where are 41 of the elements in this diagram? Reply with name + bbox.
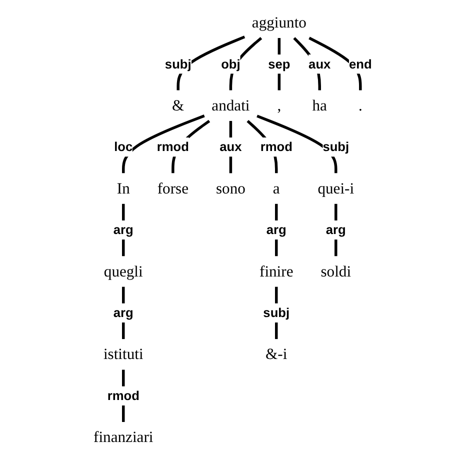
node-text: In — [116, 180, 130, 198]
node-text: aggiunto — [252, 14, 306, 32]
node-text: andati — [212, 96, 250, 114]
node-text: quegli — [104, 262, 143, 280]
edge-label: aux — [220, 139, 242, 154]
node-text: soldi — [320, 262, 352, 280]
edge-label: sep — [268, 56, 290, 72]
node-text: ha — [312, 96, 327, 114]
edge-label: arg — [326, 222, 346, 237]
edge-label: subj — [263, 305, 290, 320]
node-text: finire — [260, 262, 294, 280]
connector — [278, 38, 281, 90]
edge-label: aux — [308, 56, 331, 72]
node-text: &-i — [266, 345, 288, 363]
node-text: istituti — [103, 345, 144, 363]
edge-label: loc — [114, 139, 133, 154]
edge-label: rmod — [156, 139, 189, 154]
edge-label: end — [348, 56, 372, 72]
connector — [256, 114, 338, 174]
connector — [122, 114, 205, 174]
node-text: a — [272, 180, 280, 198]
node-text: quei-i — [318, 180, 354, 198]
edge-label: obj — [221, 56, 240, 72]
edge-label: arg — [113, 305, 134, 320]
edge-label: rmod — [107, 388, 140, 403]
edge-label: arg — [266, 222, 286, 237]
node-text: . — [358, 96, 362, 114]
connector — [229, 36, 262, 90]
connector — [293, 37, 321, 90]
connector — [308, 36, 362, 90]
connector — [176, 36, 246, 90]
node-text: & — [172, 96, 184, 114]
edge-label: arg — [113, 222, 134, 237]
edge-label: subj — [322, 139, 350, 154]
node-text: forse — [157, 180, 188, 198]
node-text: sono — [216, 180, 246, 198]
node-text: finanziari — [94, 428, 154, 446]
edge-label: rmod — [260, 139, 292, 154]
node-text: , — [277, 96, 282, 114]
connector — [229, 120, 232, 174]
edge-label: subj — [164, 56, 192, 72]
